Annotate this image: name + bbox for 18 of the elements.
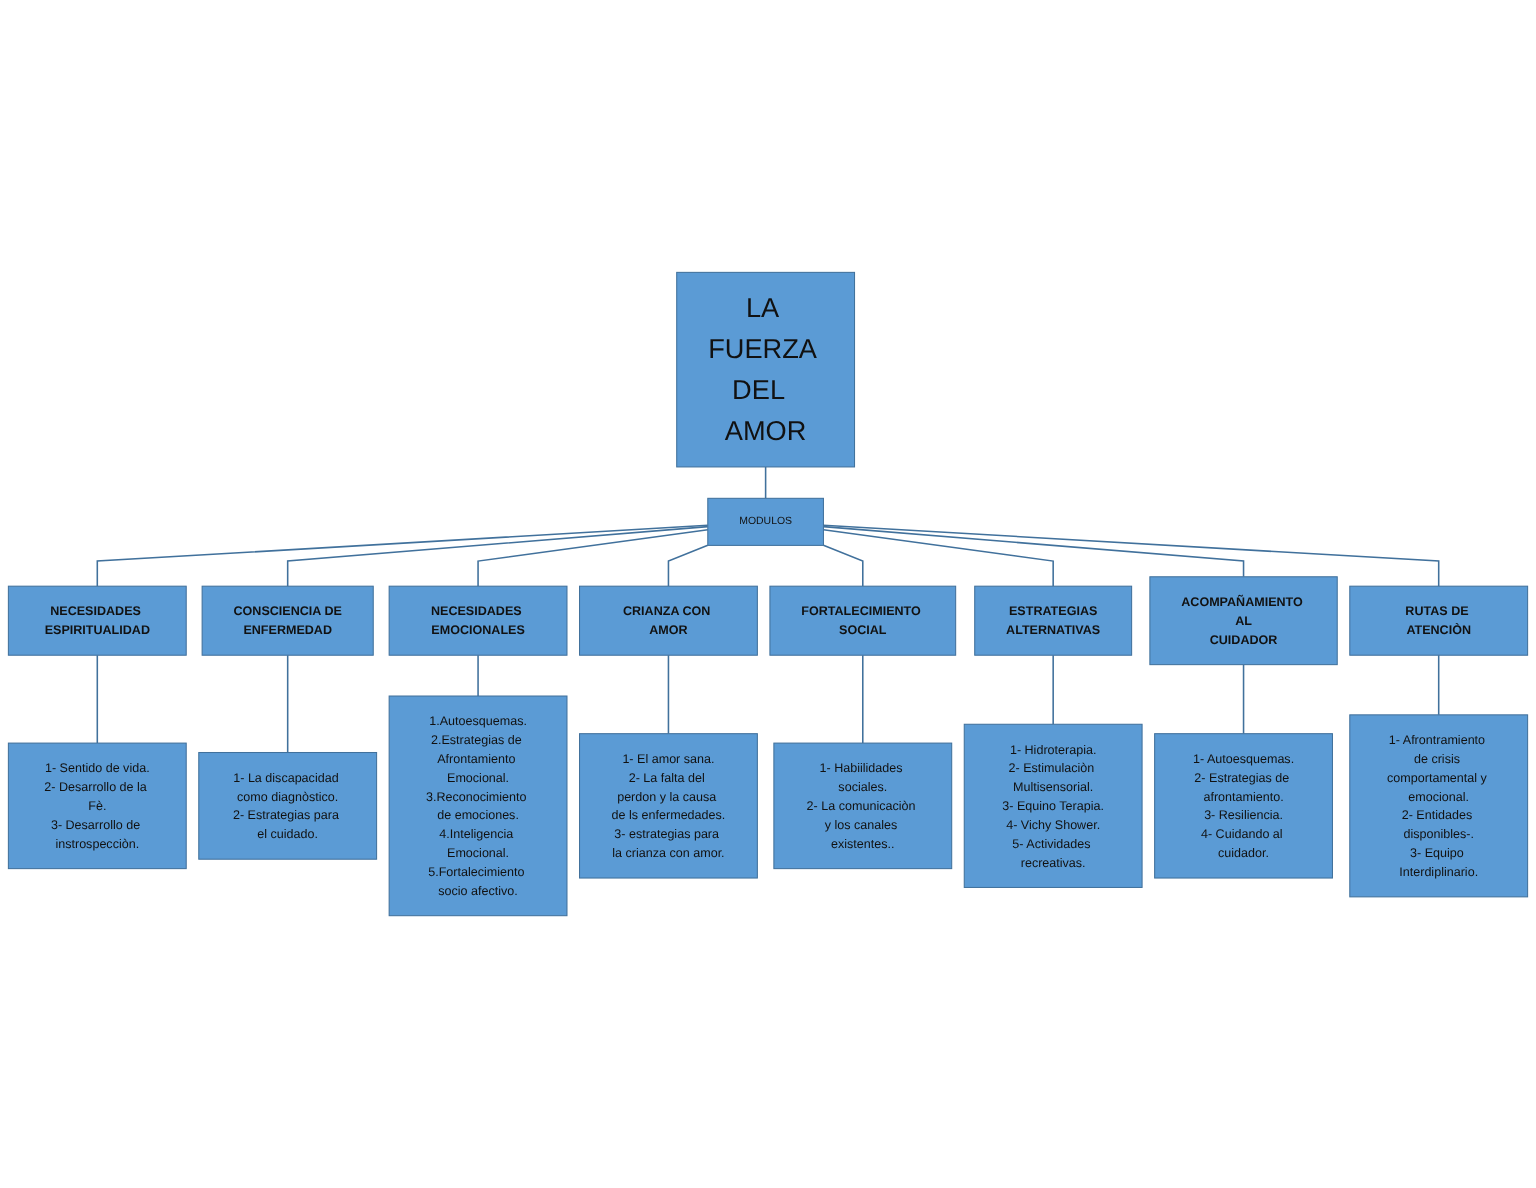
connector [286, 525, 709, 587]
connector [822, 524, 1440, 587]
connector [667, 654, 670, 735]
connector [1052, 654, 1054, 725]
connector [764, 466, 767, 500]
connector [822, 528, 1054, 587]
connector [822, 525, 1245, 578]
connector [822, 544, 864, 587]
connector [1242, 663, 1245, 735]
connector [862, 654, 864, 744]
connector [96, 524, 709, 587]
connector [477, 528, 709, 587]
connector [477, 654, 479, 697]
connector [1437, 654, 1440, 716]
connector [286, 654, 289, 754]
connector [96, 654, 99, 744]
node-box: LA FUERZA DEL AMOR [676, 271, 856, 468]
connector [667, 544, 709, 587]
